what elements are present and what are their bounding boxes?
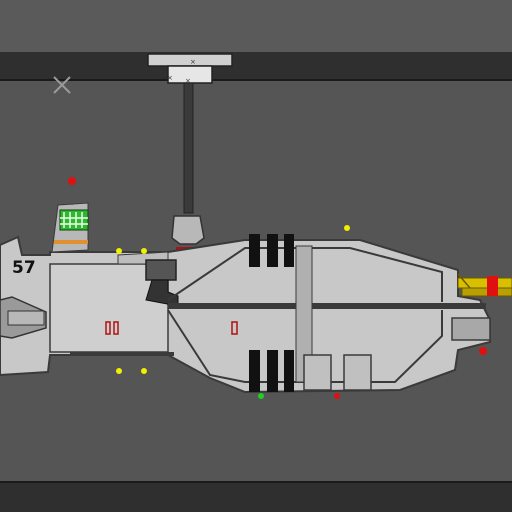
- close-icon[interactable]: [53, 76, 71, 94]
- beacon-light: [258, 393, 264, 399]
- beacon-light: [116, 368, 122, 374]
- crane-arm: [183, 82, 194, 214]
- beacon-light: [344, 225, 350, 231]
- crane-claw: [171, 215, 205, 245]
- svg-text:×: ×: [185, 77, 191, 85]
- cargo-container: [343, 354, 372, 391]
- beacon-light: [479, 347, 487, 355]
- cockpit-light-strip: [54, 240, 88, 244]
- bottom-band: [0, 482, 512, 512]
- beacon-lights: [68, 177, 487, 399]
- beacon-light: [68, 177, 76, 185]
- svg-text:×: ×: [190, 58, 196, 66]
- svg-text:×: ×: [167, 74, 173, 82]
- enemy-drone[interactable]: [457, 273, 512, 297]
- score-counter: 57: [12, 258, 36, 278]
- ship: [0, 182, 491, 394]
- crane: × × ×: [147, 53, 233, 269]
- beacon-light: [141, 248, 147, 254]
- beacon-light: [116, 248, 122, 254]
- sky: [0, 0, 512, 52]
- turret: [145, 259, 177, 281]
- rear-engine: [451, 317, 491, 341]
- cockpit-window: [59, 209, 89, 231]
- top-stripes: [249, 234, 294, 267]
- bottom-stripes: [249, 350, 294, 392]
- beacon-light: [141, 368, 147, 374]
- top-band: [0, 52, 512, 80]
- spine: [168, 303, 458, 309]
- beacon-light: [334, 393, 340, 399]
- cargo-container: [303, 354, 332, 391]
